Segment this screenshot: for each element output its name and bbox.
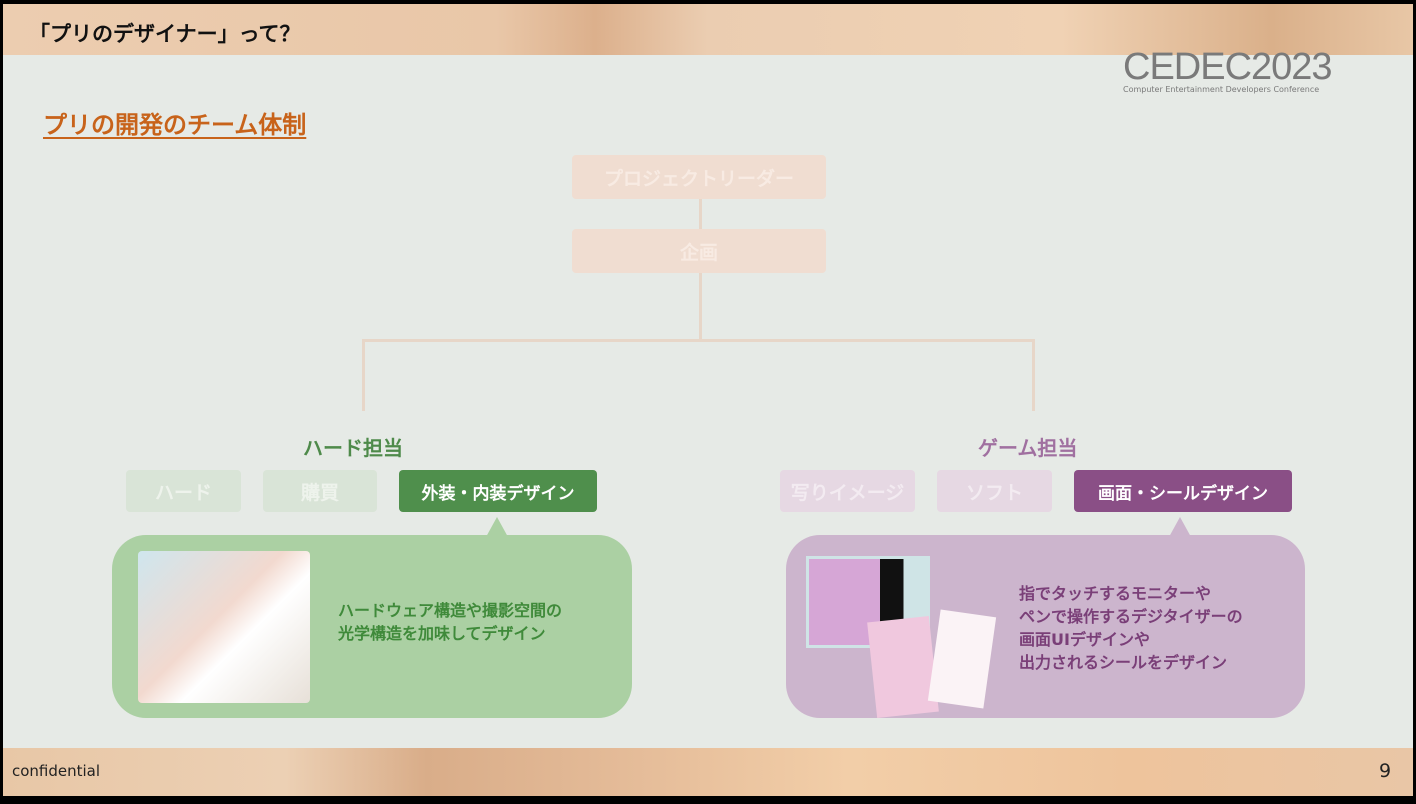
role-exterior-design: 外装・内装デザイン: [399, 470, 597, 512]
confidential-label: confidential: [12, 762, 101, 780]
connector: [362, 339, 1035, 342]
logo-tagline: Computer Entertainment Developers Confer…: [1123, 85, 1320, 94]
connector: [362, 339, 365, 411]
hard-desc-line: 光学構造を加味してデザイン: [338, 624, 546, 643]
hard-desc-line: ハードウェア構造や撮影空間の: [338, 601, 563, 620]
game-desc-line: 出力されるシールをデザイン: [1019, 653, 1228, 672]
page-number: 9: [1379, 760, 1392, 782]
sticker-image: [867, 616, 939, 718]
slide-title: 「プリのデザイナー」って？: [29, 22, 301, 46]
section-title: プリの開発のチーム体制: [43, 111, 307, 139]
game-desc-line: ペンで操作するデジタイザーの: [1019, 607, 1243, 626]
slide: 「プリのデザイナー」って？ CEDEC2023 Computer Enterta…: [3, 4, 1413, 796]
sticker-image: [927, 609, 997, 709]
bubble-pointer: [486, 517, 508, 537]
hard-description-bubble: ハードウェア構造や撮影空間の 光学構造を加味してデザイン: [112, 535, 632, 718]
hard-group-label: ハード担当: [303, 436, 403, 460]
project-leader-box: プロジェクトリーダー: [572, 155, 826, 199]
logo-name: CEDEC: [1123, 46, 1252, 88]
game-group-label: ゲーム担当: [978, 436, 1078, 460]
connector: [699, 273, 702, 341]
connector: [1032, 339, 1035, 411]
game-desc-line: 指でタッチするモニターや: [1019, 584, 1212, 603]
role-software: ソフト: [937, 470, 1052, 512]
bubble-pointer: [1169, 517, 1191, 537]
photo-booth-image: [138, 551, 310, 703]
logo-year: 2023: [1251, 46, 1333, 88]
game-desc-line: 画面UIデザインや: [1019, 630, 1150, 649]
role-hard: ハード: [126, 470, 241, 512]
connector: [699, 199, 702, 229]
game-description-bubble: 指でタッチするモニターや ペンで操作するデジタイザーの 画面UIデザインや 出力…: [786, 535, 1305, 718]
role-purchasing: 購買: [263, 470, 377, 512]
role-image: 写りイメージ: [780, 470, 915, 512]
footer-band: confidential 9: [3, 748, 1413, 796]
cedec-logo: CEDEC2023 Computer Entertainment Develop…: [1123, 46, 1333, 94]
planning-box: 企画: [572, 229, 826, 273]
role-screen-sticker-design: 画面・シールデザイン: [1074, 470, 1292, 512]
header-band: 「プリのデザイナー」って？: [3, 4, 1413, 55]
